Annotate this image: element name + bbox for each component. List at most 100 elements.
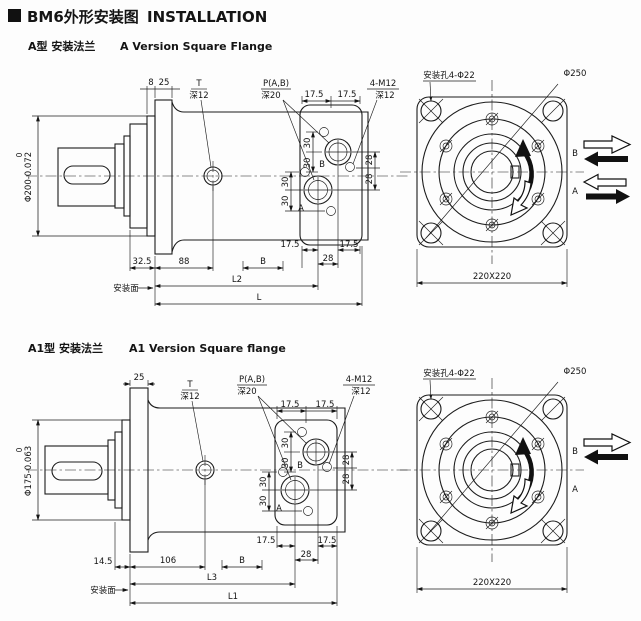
page-title-zh: BM6外形安装图 — [27, 8, 139, 26]
section-a1-subtitle-en: A1 Version Square flange — [129, 342, 286, 355]
flow-b-label: B — [572, 149, 578, 159]
dim-25: 25 — [159, 78, 170, 88]
m12-depth: 深12 — [351, 387, 370, 397]
t-port-label: T — [186, 380, 193, 390]
dim-b: B — [260, 257, 266, 267]
dim-b: B — [239, 556, 245, 566]
mounting-face-label: 安装面 — [113, 283, 139, 294]
port-a-label: A — [276, 504, 282, 514]
port-b-label: B — [297, 461, 303, 471]
dim-220x220: 220X220 — [473, 272, 511, 282]
dim-30: 30 — [281, 458, 291, 469]
dim-30: 30 — [259, 477, 269, 488]
dim-17-5: 17.5 — [257, 536, 276, 546]
dim-32-5: 32.5 — [133, 257, 152, 267]
dim-shaft-dia: Φ175-0.063 — [24, 446, 34, 496]
section-a-subtitle-zh: A型 安装法兰 — [28, 39, 95, 53]
flow-arrows-a: B A — [572, 135, 632, 204]
p-ports-label: P(A,B) — [263, 79, 289, 89]
section-a-dimensions: Φ200-0.072 0 8 25 T 深12 P(A,B) 深20 4-M12… — [15, 78, 399, 306]
keyway-slot — [51, 461, 103, 481]
flow-arrows-a1: B A — [572, 433, 632, 495]
dim-l: L — [257, 293, 262, 303]
keyway-notch — [510, 463, 520, 477]
port-face-a — [299, 104, 363, 246]
dim-28: 28 — [342, 455, 352, 466]
dim-17-5: 17.5 — [281, 400, 300, 410]
flow-arrow-b-out-icon — [583, 433, 632, 452]
flange-dia-label: Φ250 — [564, 367, 587, 377]
p-ports-label: P(A,B) — [239, 375, 265, 385]
dim-30: 30 — [303, 138, 313, 149]
keyway-notch — [510, 165, 520, 179]
dim-30: 30 — [281, 196, 291, 207]
mounting-holes-label: 安装孔4-Φ22 — [423, 70, 474, 81]
dim-30: 30 — [281, 177, 291, 188]
dim-106: 106 — [160, 556, 176, 566]
dim-17-5: 17.5 — [316, 400, 335, 410]
dim-17-5: 17.5 — [338, 90, 357, 100]
page-header: BM6外形安装图 INSTALLATION A型 安装法兰 A Version … — [8, 8, 286, 355]
flow-arrow-a-out-icon — [582, 173, 627, 191]
mounting-holes-label: 安装孔4-Φ22 — [423, 368, 474, 379]
rotation-arrow-cw-icon — [510, 478, 532, 514]
port-b-circle — [324, 138, 352, 166]
dim-28: 28 — [365, 155, 375, 166]
m12-depth: 深12 — [375, 91, 394, 101]
dim-25: 25 — [134, 373, 145, 383]
mounting-face-label: 安装面 — [90, 585, 116, 596]
dim-28: 28 — [365, 174, 375, 185]
port-b-circle — [302, 438, 330, 466]
port-face-a1 — [274, 419, 338, 526]
header-bullet-icon — [8, 9, 21, 22]
flow-b-label: B — [572, 447, 578, 457]
bolt-circle-holes — [439, 112, 545, 232]
dim-l3: L3 — [207, 573, 217, 583]
corner-mounting-holes — [418, 396, 566, 544]
keyway-slot — [63, 165, 111, 185]
m12-label: 4-M12 — [370, 79, 397, 89]
section-a-side-view: B A — [26, 99, 410, 255]
dim-8: 8 — [148, 78, 153, 88]
flow-arrow-b-in-icon — [584, 151, 628, 167]
section-a1-subtitle-zh: A1型 安装法兰 — [28, 341, 103, 355]
dim-l2: L2 — [232, 275, 242, 285]
section-a-subtitle-en: A Version Square Flange — [120, 40, 272, 53]
section-a1-dimensions: Φ175-0.063 0 25 T 深12 P(A,B) 深20 4-M12 深… — [15, 373, 375, 606]
dim-17-5: 17.5 — [340, 240, 359, 250]
flow-arrow-a-in-icon — [586, 189, 630, 204]
flange-dia-label: Φ250 — [564, 69, 587, 79]
dim-30: 30 — [259, 496, 269, 507]
dim-shaft-dia: Φ200-0.072 — [24, 152, 34, 202]
dim-17-5: 17.5 — [318, 536, 337, 546]
rotation-arrow-ccw-head-icon — [515, 139, 531, 157]
dim-30: 30 — [281, 438, 291, 449]
p-ports-depth: 深20 — [261, 91, 280, 101]
dim-17-5: 17.5 — [305, 90, 324, 100]
dim-28: 28 — [323, 254, 334, 264]
dim-14-5: 14.5 — [94, 557, 113, 567]
section-a-flange-view: 安装孔4-Φ22 Φ250 220X220 B A — [400, 69, 632, 287]
m12-label: 4-M12 — [346, 375, 373, 385]
t-port-depth: 深12 — [180, 392, 199, 402]
dim-28: 28 — [342, 474, 352, 485]
flow-a-label: A — [572, 187, 578, 197]
dim-220x220: 220X220 — [473, 578, 511, 588]
t-port-label: T — [195, 79, 202, 89]
p-ports-depth: 深20 — [237, 387, 256, 397]
dim-28: 28 — [301, 550, 312, 560]
dim-l1: L1 — [228, 592, 238, 602]
port-b-label: B — [319, 160, 325, 170]
dim-shaft-dia-tol: 0 — [15, 447, 24, 452]
rotation-arrow-ccw-head-icon — [515, 437, 531, 455]
flow-arrow-b-in-icon — [584, 449, 628, 465]
dim-shaft-dia-tol: 0 — [15, 152, 24, 157]
rotation-arrow-cw-icon — [510, 180, 532, 216]
section-a1-flange-view: 安装孔4-Φ22 Φ250 220X220 B A — [400, 367, 632, 593]
flow-a-label: A — [572, 485, 578, 495]
bolt-circle-holes — [439, 410, 545, 530]
port-a-label: A — [298, 204, 304, 214]
dim-88: 88 — [179, 257, 190, 267]
flow-arrow-b-out-icon — [583, 135, 632, 154]
dim-30: 30 — [303, 158, 313, 169]
